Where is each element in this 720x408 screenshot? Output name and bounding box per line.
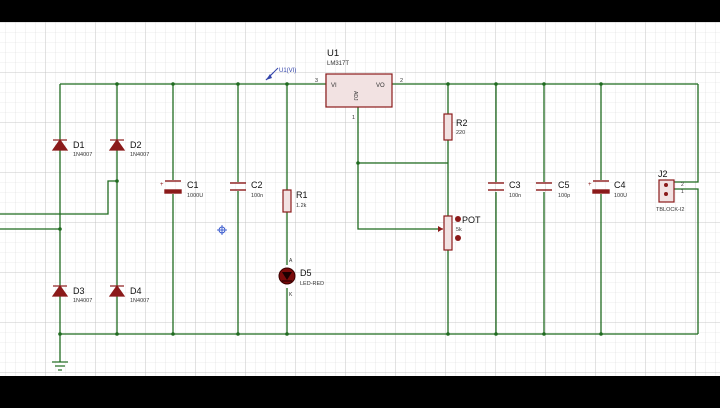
c2-value: 100n <box>251 193 263 199</box>
svg-text:+: + <box>160 182 164 188</box>
c1-ref: C1 <box>187 180 199 190</box>
voltage-probe[interactable]: U1(VI) <box>265 67 296 81</box>
u1-pin-vi: VI <box>331 83 337 89</box>
c5-ref: C5 <box>558 180 570 190</box>
diode-d3[interactable]: D3 1N4007 <box>51 284 92 304</box>
connector-j2[interactable]: J2 TBLOCK-I2 2 1 <box>656 169 684 213</box>
j2-pin1: 1 <box>681 189 684 195</box>
ground-symbol <box>52 361 68 371</box>
resistor-r1[interactable]: R1 1.2k <box>282 189 308 213</box>
u1-pin-vo: VO <box>376 83 385 89</box>
junctions <box>58 82 603 336</box>
c5-value: 100p <box>558 193 570 199</box>
u1-pin2: 2 <box>400 78 403 84</box>
d1-ref: D1 <box>73 140 85 150</box>
d4-value: 1N4007 <box>130 298 149 304</box>
c3-value: 100n <box>509 193 521 199</box>
pot-value: 5k <box>456 227 462 233</box>
crosshair-cursor <box>217 225 227 235</box>
diode-d4[interactable]: D4 1N4007 <box>108 284 149 304</box>
u1-pin-adj: ADJ <box>352 91 358 101</box>
d2-ref: D2 <box>130 140 142 150</box>
d5-pin-a: A <box>289 258 293 264</box>
capacitor-c3[interactable]: C3 100n <box>488 180 521 199</box>
capacitor-c5[interactable]: C5 100p <box>536 180 570 199</box>
capacitor-c2[interactable]: C2 100n <box>230 180 263 199</box>
d1-value: 1N4007 <box>73 152 92 158</box>
schematic-svg: U1 LM317T VI VO ADJ 3 2 1 U1(VI) D1 1N40… <box>0 22 720 376</box>
j2-pin2: 2 <box>681 182 684 188</box>
r1-ref: R1 <box>296 190 308 200</box>
r1-value: 1.2k <box>296 203 307 209</box>
c2-ref: C2 <box>251 180 263 190</box>
pot-ref: POT <box>462 215 481 225</box>
schematic-canvas[interactable]: U1 LM317T VI VO ADJ 3 2 1 U1(VI) D1 1N40… <box>0 22 720 376</box>
capacitor-c1[interactable]: + C1 1000U <box>160 180 203 199</box>
u1-ref: U1 <box>327 48 339 59</box>
d2-value: 1N4007 <box>130 152 149 158</box>
c4-ref: C4 <box>614 180 626 190</box>
diode-d1[interactable]: D1 1N4007 <box>51 138 92 158</box>
d5-pin-k: K <box>289 292 293 298</box>
diode-d2[interactable]: D2 1N4007 <box>108 138 149 158</box>
potentiometer-pot[interactable]: POT 5k <box>438 215 481 251</box>
d4-ref: D4 <box>130 286 142 296</box>
j2-value: TBLOCK-I2 <box>656 207 684 213</box>
c4-value: 100U <box>614 193 627 199</box>
d5-ref: D5 <box>300 268 312 278</box>
r2-value: 220 <box>456 130 465 136</box>
led-d5[interactable]: A K D5 LED-RED <box>278 258 324 298</box>
c3-ref: C3 <box>509 180 521 190</box>
capacitor-c4[interactable]: + C4 100U <box>588 180 627 199</box>
d5-value: LED-RED <box>300 281 324 287</box>
u1-value: LM317T <box>327 61 349 67</box>
resistor-r2[interactable]: R2 220 <box>443 113 468 141</box>
svg-text:+: + <box>588 182 592 188</box>
c1-value: 1000U <box>187 193 203 199</box>
probe-label: U1(VI) <box>279 68 296 74</box>
wires <box>0 83 699 362</box>
d3-ref: D3 <box>73 286 85 296</box>
u1-pin3: 3 <box>315 78 318 84</box>
u1-regulator[interactable]: U1 LM317T VI VO ADJ 3 2 1 <box>315 48 403 121</box>
r2-ref: R2 <box>456 118 468 128</box>
u1-pin1: 1 <box>352 115 355 121</box>
j2-ref: J2 <box>658 169 668 179</box>
d3-value: 1N4007 <box>73 298 92 304</box>
